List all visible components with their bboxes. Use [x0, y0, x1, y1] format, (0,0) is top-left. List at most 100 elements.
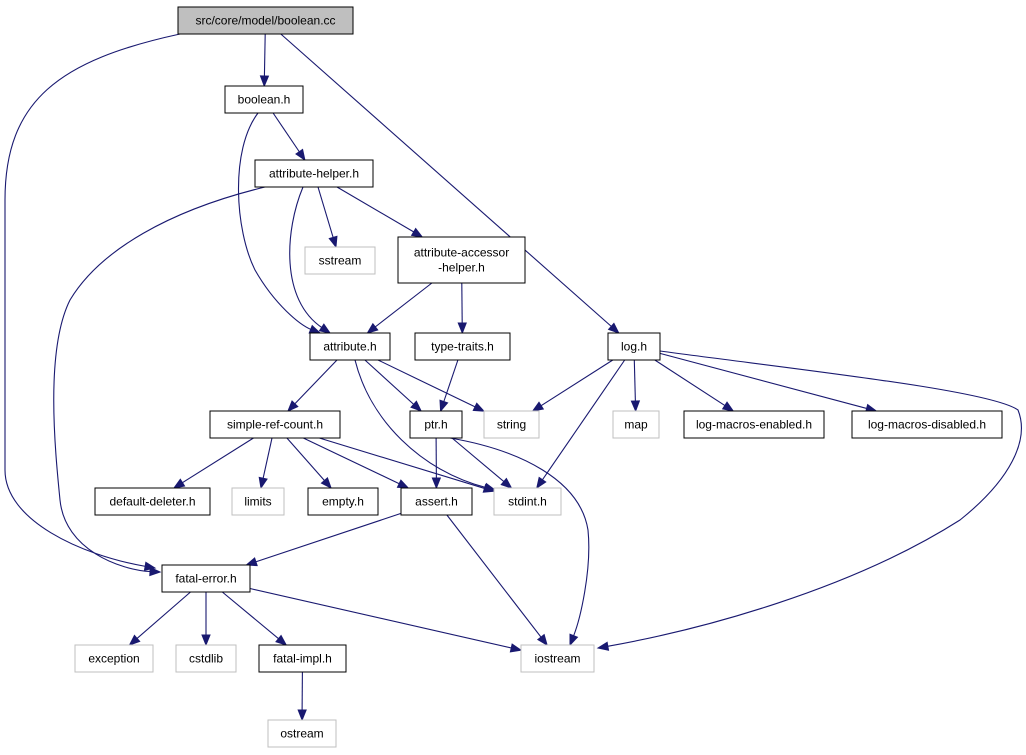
edge-attribute-helper-h-to-attribute-accessor-helper-h-line: [336, 186, 415, 233]
edge-boolean-cc-to-boolean-h-arrowhead: [259, 75, 270, 88]
node-fatal-impl-h[interactable]: fatal-impl.h: [258, 644, 347, 673]
node-iostream[interactable]: iostream: [520, 644, 595, 673]
node-ptr-h[interactable]: ptr.h: [409, 410, 463, 439]
node-assert-h[interactable]: assert.h: [400, 487, 473, 516]
edge-simple-ref-count-h-to-assert-h-line: [303, 437, 401, 485]
edge-assert-h-to-fatal-error-h: [245, 512, 402, 567]
node-log-h[interactable]: log.h: [607, 332, 661, 361]
node-attribute-h-label: attribute.h: [323, 340, 376, 354]
node-attribute-helper-h[interactable]: attribute-helper.h: [254, 159, 374, 188]
node-log-macros-disabled-h-label: log-macros-disabled.h: [868, 418, 986, 432]
node-log-macros-enabled-h-box: [683, 410, 825, 439]
node-map[interactable]: map: [612, 410, 660, 439]
edge-simple-ref-count-h-to-default-deleter-h-arrowhead: [172, 478, 186, 489]
edge-fatal-error-h-to-fatal-impl-h: [221, 591, 288, 646]
node-map-box: [612, 410, 660, 439]
edge-ptr-h-to-iostream-arrowhead: [569, 633, 579, 647]
edge-simple-ref-count-h-to-default-deleter-h: [172, 437, 254, 489]
node-fatal-impl-h-label: fatal-impl.h: [273, 652, 332, 666]
edge-log-h-to-log-macros-enabled-h-line: [654, 359, 726, 407]
edge-log-h-to-stdint-h: [536, 359, 626, 490]
edge-log-h-to-map: [630, 359, 641, 413]
node-attribute-accessor-helper-h-box: [397, 236, 526, 284]
node-boolean-cc[interactable]: src/core/model/boolean.cc: [177, 6, 354, 35]
edge-attribute-accessor-helper-h-to-attribute-h-line: [374, 282, 433, 328]
edge-attribute-accessor-helper-h-to-attribute-h-arrowhead: [366, 322, 379, 334]
edge-fatal-error-h-to-fatal-impl-h-line: [221, 591, 280, 640]
node-type-traits-h[interactable]: type-traits.h: [414, 332, 511, 361]
node-attribute-helper-h-label: attribute-helper.h: [269, 167, 359, 181]
edge-simple-ref-count-h-to-stdint-h: [319, 437, 496, 493]
edge-attribute-helper-h-to-sstream-arrowhead: [328, 235, 338, 249]
edge-assert-h-to-fatal-error-h-line: [254, 512, 402, 563]
node-attribute-accessor-helper-h[interactable]: attribute-accessor-helper.h: [397, 236, 526, 284]
node-log-macros-disabled-h-box: [851, 410, 1003, 439]
node-attribute-h[interactable]: attribute.h: [309, 332, 391, 361]
node-simple-ref-count-h[interactable]: simple-ref-count.h: [209, 410, 341, 439]
edge-boolean-cc-to-fatal-error-h-line: [4, 33, 181, 568]
edge-attribute-h-to-ptr-h: [364, 359, 423, 412]
node-boolean-h-label: boolean.h: [238, 93, 291, 107]
node-boolean-h[interactable]: boolean.h: [224, 85, 304, 114]
edge-ptr-h-to-stdint-h-arrowhead: [500, 477, 513, 489]
edge-boolean-h-to-attribute-helper-h: [272, 112, 306, 162]
node-cstdlib-label: cstdlib: [189, 652, 223, 666]
node-string-label: string: [497, 418, 526, 432]
node-ostream-label: ostream: [280, 727, 323, 741]
edge-boolean-h-to-attribute-h-line: [237, 112, 312, 331]
node-fatal-error-h-label: fatal-error.h: [175, 572, 236, 586]
edge-type-traits-h-to-ptr-h-line: [442, 359, 459, 403]
edge-attribute-helper-h-to-sstream-line: [317, 186, 334, 239]
edge-assert-h-to-fatal-error-h-arrowhead: [245, 557, 258, 567]
edge-ptr-h-to-iostream: [449, 437, 590, 647]
edge-fatal-error-h-to-fatal-impl-h-arrowhead: [275, 634, 288, 646]
node-limits-label: limits: [244, 495, 271, 509]
node-empty-h-label: empty.h: [322, 495, 364, 509]
node-log-macros-enabled-h[interactable]: log-macros-enabled.h: [683, 410, 825, 439]
node-attribute-helper-h-box: [254, 159, 374, 188]
node-sstream-label: sstream: [319, 254, 362, 268]
node-fatal-error-h-box: [161, 564, 251, 593]
node-attribute-h-box: [309, 332, 391, 361]
edge-fatal-error-h-to-iostream-line: [249, 587, 513, 649]
node-string[interactable]: string: [483, 410, 540, 439]
edge-log-h-to-log-macros-disabled-h-line: [659, 352, 868, 410]
node-sstream[interactable]: sstream: [304, 246, 376, 275]
edge-attribute-helper-h-to-sstream: [317, 186, 338, 249]
edge-attribute-helper-h-to-fatal-error-h-arrowhead: [149, 566, 162, 577]
edge-assert-h-to-iostream: [446, 514, 548, 647]
node-exception[interactable]: exception: [74, 644, 154, 673]
edge-simple-ref-count-h-to-limits-arrowhead: [258, 476, 268, 490]
node-boolean-h-box: [224, 85, 304, 114]
edge-assert-h-to-iostream-arrowhead: [536, 633, 548, 647]
edge-simple-ref-count-h-to-stdint-h-line: [319, 437, 486, 490]
node-fatal-error-h[interactable]: fatal-error.h: [161, 564, 251, 593]
edge-log-h-to-iostream-line: [606, 350, 1022, 647]
node-empty-h[interactable]: empty.h: [307, 487, 379, 516]
node-ostream-box: [267, 719, 337, 748]
node-iostream-label: iostream: [534, 652, 580, 666]
node-log-macros-disabled-h[interactable]: log-macros-disabled.h: [851, 410, 1003, 439]
edge-attribute-accessor-helper-h-to-type-traits-h: [457, 282, 467, 335]
node-default-deleter-h[interactable]: default-deleter.h: [94, 487, 211, 516]
node-string-box: [483, 410, 540, 439]
edge-boolean-cc-to-log-h-line: [280, 33, 613, 328]
edge-log-h-to-log-macros-disabled-h: [659, 352, 878, 413]
edge-fatal-error-h-to-exception-line: [135, 591, 191, 640]
node-exception-box: [74, 644, 154, 673]
node-stdint-h[interactable]: stdint.h: [493, 487, 562, 516]
nodes-layer: src/core/model/boolean.cc boolean.h attrib…: [74, 6, 1003, 748]
node-boolean-cc-label: src/core/model/boolean.cc: [195, 14, 335, 28]
edge-simple-ref-count-h-to-default-deleter-h-line: [181, 437, 254, 484]
node-ostream[interactable]: ostream: [267, 719, 337, 748]
edge-boolean-cc-to-boolean-h: [259, 33, 270, 88]
edge-boolean-h-to-attribute-h: [237, 112, 322, 334]
edge-simple-ref-count-h-to-assert-h: [303, 437, 410, 489]
node-limits[interactable]: limits: [231, 487, 285, 516]
node-simple-ref-count-h-box: [209, 410, 341, 439]
edge-ptr-h-to-iostream-line: [449, 437, 590, 637]
node-cstdlib[interactable]: cstdlib: [175, 644, 237, 673]
node-map-label: map: [624, 418, 648, 432]
edge-attribute-helper-h-to-attribute-accessor-helper-h-arrowhead: [410, 227, 424, 238]
